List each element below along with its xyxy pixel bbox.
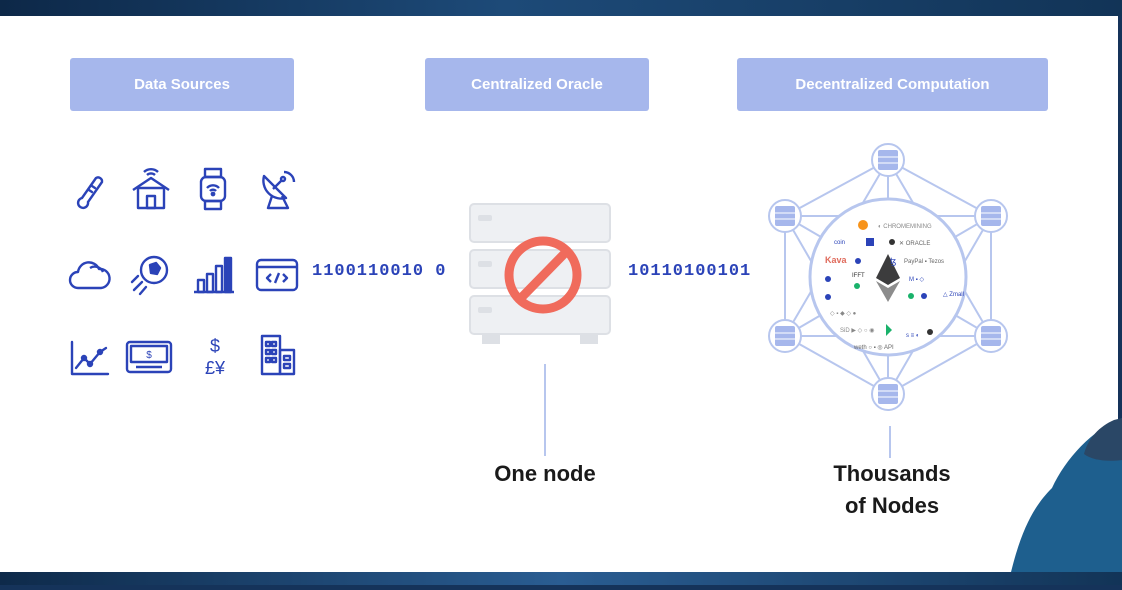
svg-text:ꜩ: ꜩ <box>890 256 896 266</box>
network-node-top <box>871 143 905 177</box>
svg-text:Kava: Kava <box>825 255 848 265</box>
svg-text:$: $ <box>146 350 152 361</box>
centralized-server-stack <box>466 200 614 356</box>
network-node-lower-left <box>768 319 802 353</box>
binary-stream-right: 10110100101 <box>628 262 752 281</box>
video-frame-top-strip <box>0 0 1122 16</box>
svg-text:M ▪ ◇: M ▪ ◇ <box>909 277 924 283</box>
centralized-oracle-header: Centralized Oracle <box>425 58 649 111</box>
svg-text:IFFT: IFFT <box>852 273 865 279</box>
office-building-icon <box>254 332 300 378</box>
svg-text:◐ CHROMEMINING: ◐ CHROMEMINING <box>878 224 932 230</box>
network-node-lower-right <box>974 319 1008 353</box>
currency-icon: $ £¥ <box>192 332 238 378</box>
network-node-upper-left <box>768 199 802 233</box>
partner-logos-cluster: ◐ CHROMEMINING coin ✕ ORACLE Kava ꜩ PayP… <box>825 220 964 351</box>
payment-card-icon: $ <box>125 334 173 380</box>
one-node-label: One node <box>494 461 596 486</box>
svg-text:✕ ORACLE: ✕ ORACLE <box>899 241 930 247</box>
prohibited-icon <box>502 234 584 316</box>
connector-line-one-node <box>544 364 546 456</box>
svg-text:◇ ▪ ◆ ◇ ●: ◇ ▪ ◆ ◇ ● <box>830 311 857 317</box>
smart-home-icon <box>128 166 174 212</box>
decentralized-computation-header: Decentralized Computation <box>737 58 1048 111</box>
satellite-dish-icon <box>254 166 300 212</box>
thermometer-icon <box>66 170 112 216</box>
binary-stream-left: 1100110010 0 <box>312 262 447 281</box>
data-sources-header-label: Data Sources <box>134 76 230 93</box>
svg-text:SiD ▶ ◇ ○ ◉: SiD ▶ ◇ ○ ◉ <box>840 328 874 334</box>
connector-line-thousands <box>889 426 891 458</box>
server-unit-3 <box>469 295 611 335</box>
line-chart-icon <box>66 334 112 380</box>
svg-text:£¥: £¥ <box>205 358 226 378</box>
decentralized-network-diagram: ◐ CHROMEMINING coin ✕ ORACLE Kava ꜩ PayP… <box>762 136 1024 422</box>
thousands-of-nodes-label: Thousands of Nodes <box>806 458 978 522</box>
network-node-bottom <box>871 377 905 411</box>
thousands-label-line1: Thousands <box>833 461 951 486</box>
smartwatch-icon <box>190 166 236 212</box>
decentralized-computation-header-label: Decentralized Computation <box>795 76 990 93</box>
thousands-label-line2: of Nodes <box>844 493 940 518</box>
svg-text:PayPal ▪ Tezos: PayPal ▪ Tezos <box>904 259 944 265</box>
bar-chart-icon <box>190 252 236 298</box>
presenter-figure <box>996 410 1122 585</box>
network-node-upper-right <box>974 199 1008 233</box>
soccer-ball-icon <box>128 252 174 298</box>
data-sources-header: Data Sources <box>70 58 294 111</box>
svg-text:s ≡ ◐: s ≡ ◐ <box>906 333 920 339</box>
svg-text:weth ○ ▪ ◎ API: weth ○ ▪ ◎ API <box>853 345 894 351</box>
svg-text:coin: coin <box>834 240 845 246</box>
code-window-icon <box>254 252 300 298</box>
video-frame-bottom-strip <box>0 572 1122 585</box>
slide-canvas: Data Sources Centralized Oracle Decentra… <box>0 16 1118 572</box>
svg-text:$: $ <box>210 336 220 356</box>
svg-text:△ Zmall: △ Zmall <box>943 292 964 298</box>
ethereum-logo-icon <box>876 254 900 302</box>
centralized-oracle-header-label: Centralized Oracle <box>471 76 603 93</box>
cloud-icon <box>66 254 112 300</box>
